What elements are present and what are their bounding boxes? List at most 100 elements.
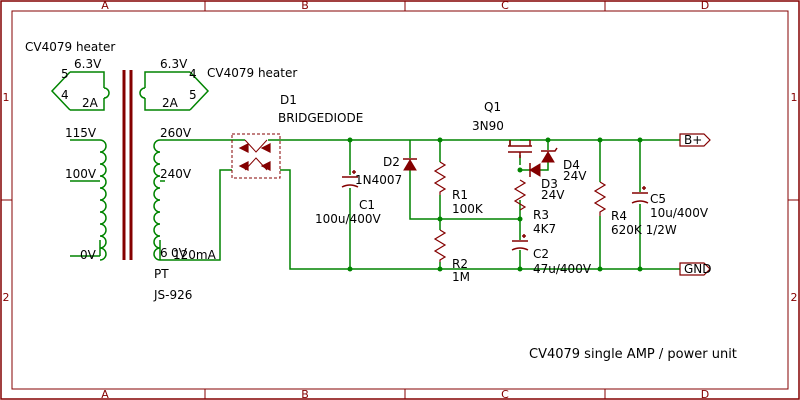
d2-symbol bbox=[403, 158, 417, 171]
transformer-symbol bbox=[99, 70, 161, 261]
sheet-title: CV4079 single AMP / power unit bbox=[529, 347, 737, 362]
junction bbox=[597, 137, 603, 143]
bridge-diode-1 bbox=[238, 143, 249, 153]
primary-winding bbox=[99, 139, 107, 261]
r4-ref: R4 bbox=[611, 209, 627, 223]
c1-symbol bbox=[341, 170, 359, 188]
d3-symbol bbox=[529, 163, 541, 177]
col-label-bottom-a: A bbox=[101, 388, 109, 400]
bridge-diode-2 bbox=[260, 143, 271, 153]
heater-right-title: CV4079 heater bbox=[207, 66, 297, 80]
c5-value: 10u/400V bbox=[650, 206, 709, 220]
c1-ref: C1 bbox=[359, 198, 375, 212]
q1-ref: Q1 bbox=[484, 100, 501, 114]
d3-value: 24V bbox=[541, 188, 565, 202]
resistors bbox=[433, 161, 607, 262]
col-label-bottom-d: D bbox=[701, 388, 709, 400]
wire-heater-left-loop bbox=[50, 71, 71, 111]
wire-heater-left bbox=[70, 71, 105, 111]
r1-ref: R1 bbox=[452, 188, 468, 202]
gnd-port bbox=[679, 262, 711, 276]
bridge-diode-3 bbox=[238, 161, 249, 171]
heater-right-current: 2A bbox=[162, 96, 179, 110]
junction bbox=[437, 216, 443, 222]
heater-right-voltage: 6.3V bbox=[160, 57, 188, 71]
junction bbox=[437, 266, 443, 272]
heater-left-current: 2A bbox=[82, 96, 99, 110]
junction bbox=[437, 137, 443, 143]
col-label-top-b: B bbox=[301, 0, 309, 12]
row-label-right-1: 1 bbox=[791, 91, 798, 104]
d2-ref: D2 bbox=[383, 155, 400, 169]
primary-tap-115v: 115V bbox=[65, 126, 97, 140]
r2-value: 1M bbox=[452, 270, 470, 284]
wire-ground-rail bbox=[280, 169, 680, 270]
wire-heater-right-loop bbox=[189, 71, 210, 111]
junction bbox=[347, 266, 353, 272]
junction bbox=[597, 266, 603, 272]
r3-ref: R3 bbox=[533, 208, 549, 222]
col-label-bottom-c: C bbox=[501, 388, 509, 400]
d2-value: 1N4007 bbox=[355, 173, 402, 187]
row-label-right-2: 2 bbox=[791, 291, 798, 304]
d1-ref: D1 bbox=[280, 93, 297, 107]
q1-value: 3N90 bbox=[472, 119, 504, 133]
d1-value: BRIDGEDIODE bbox=[278, 111, 363, 125]
junction bbox=[545, 137, 551, 143]
transformer-ref: PT bbox=[154, 267, 169, 281]
heater-left-title: CV4079 heater bbox=[25, 40, 115, 54]
junction bbox=[347, 137, 353, 143]
junction bbox=[517, 216, 523, 222]
heater-left-pin-bottom: 4 bbox=[61, 88, 69, 102]
primary-tap-0v: 0V bbox=[80, 248, 97, 262]
c5-symbol bbox=[631, 186, 649, 204]
col-label-bottom-b: B bbox=[301, 388, 309, 400]
c2-symbol bbox=[511, 234, 529, 251]
junction bbox=[517, 167, 523, 173]
c1-value: 100u/400V bbox=[315, 212, 381, 226]
bridge-diode-4 bbox=[260, 161, 271, 171]
q1-symbol bbox=[508, 140, 532, 158]
row-label-left-2: 2 bbox=[3, 291, 10, 304]
row-label-left-1: 1 bbox=[3, 91, 10, 104]
junction bbox=[637, 266, 643, 272]
gnd-label: GND bbox=[684, 262, 712, 276]
wire-secondary-0v bbox=[160, 169, 232, 261]
bplus-label: B+ bbox=[684, 133, 702, 147]
junction bbox=[637, 137, 643, 143]
col-label-top-d: D bbox=[701, 0, 709, 12]
col-label-top-a: A bbox=[101, 0, 109, 12]
secondary-tap-0v: 0V bbox=[171, 246, 188, 260]
secondary-tap-bottom: 6 bbox=[160, 246, 168, 260]
wire-d2 bbox=[409, 140, 520, 220]
secondary-tap-260v: 260V bbox=[160, 126, 192, 140]
d4-ref: D4 bbox=[563, 158, 580, 172]
heater-winding-left bbox=[103, 87, 110, 99]
secondary-tap-240v: 240V bbox=[160, 167, 192, 181]
bridge-diode-symbol bbox=[231, 133, 281, 179]
r3-value: 4K7 bbox=[533, 222, 556, 236]
junctions bbox=[347, 137, 643, 272]
c2-ref: C2 bbox=[533, 247, 549, 261]
d4-symbol bbox=[541, 147, 558, 163]
col-label-top-c: C bbox=[501, 0, 509, 12]
wire-primary-taps bbox=[70, 139, 100, 257]
r4-symbol bbox=[593, 181, 607, 216]
junction bbox=[517, 266, 523, 272]
heater-left-pin-top: 5 bbox=[61, 67, 69, 81]
diodes bbox=[403, 147, 558, 177]
primary-tap-100v: 100V bbox=[65, 167, 97, 181]
bplus-port bbox=[679, 133, 711, 147]
r1-value: 100K bbox=[452, 202, 484, 216]
capacitors bbox=[341, 170, 649, 251]
r1-symbol bbox=[433, 161, 447, 195]
bridge-outline bbox=[231, 133, 281, 179]
heater-left-voltage: 6.3V bbox=[74, 57, 102, 71]
d4-value: 24V bbox=[563, 169, 587, 183]
secondary-winding bbox=[153, 139, 161, 261]
wire-heater-right bbox=[144, 71, 190, 111]
